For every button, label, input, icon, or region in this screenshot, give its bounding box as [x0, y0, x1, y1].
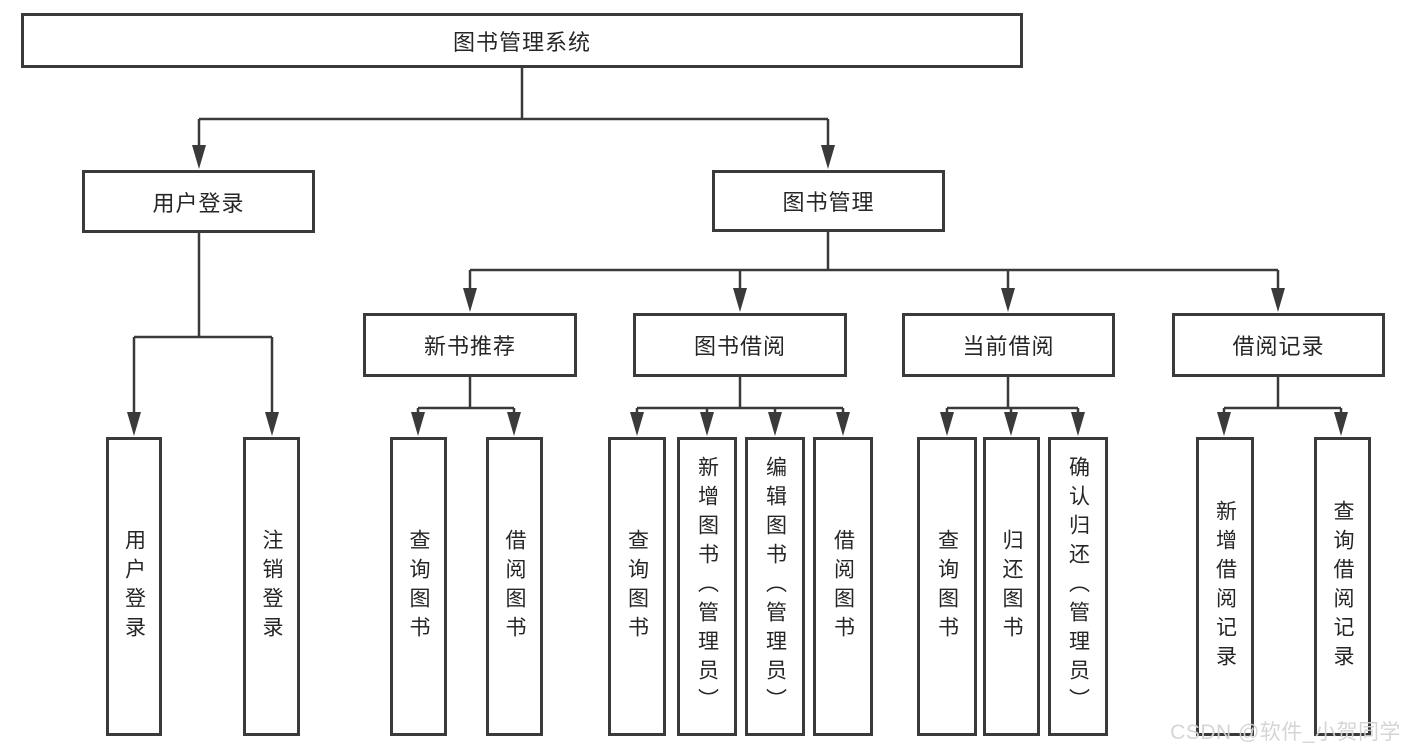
node-label: 图书管理系统 — [452, 29, 591, 55]
leaf-query-books: 查询图书 — [608, 437, 666, 736]
leaf-borrow-books: 借阅图书 — [813, 437, 873, 736]
node-book-management: 图书管理 — [712, 170, 945, 232]
watermark: CSDN @软件_小贺同学 — [1170, 721, 1401, 744]
node-label: 图书借阅 — [693, 334, 786, 359]
node-label: 新书推荐 — [423, 334, 516, 359]
leaf-user-login: 用户登录 — [106, 437, 162, 736]
node-label: 查询图书 — [935, 528, 959, 645]
node-label: 查询借阅记录 — [1331, 499, 1354, 674]
node-label: 新增借阅记录 — [1213, 499, 1237, 674]
leaf-add-borrowing-record: 新增借阅记录 — [1196, 437, 1254, 736]
leaf-edit-book-admin: 编辑图书（管理员） — [745, 437, 805, 736]
node-current-borrowing: 当前借阅 — [902, 313, 1115, 377]
node-label: 编辑图书（管理员） — [763, 456, 787, 717]
leaf-logout: 注销登录 — [243, 437, 300, 736]
leaf-return-books: 归还图书 — [983, 437, 1040, 736]
node-root: 图书管理系统 — [21, 13, 1023, 68]
node-label: 查询图书 — [625, 528, 649, 645]
node-label: 借阅记录 — [1232, 334, 1325, 359]
leaf-query-books: 查询图书 — [390, 437, 447, 736]
leaf-query-books: 查询图书 — [917, 437, 977, 736]
node-user-login-module: 用户登录 — [82, 170, 315, 233]
node-label: 注销登录 — [260, 528, 283, 645]
leaf-confirm-return-admin: 确认归还（管理员） — [1048, 437, 1108, 736]
leaf-add-book-admin: 新增图书（管理员） — [677, 437, 737, 736]
node-label: 查询图书 — [407, 528, 430, 645]
leaf-borrow-books: 借阅图书 — [486, 437, 543, 736]
leaf-query-borrowing-record: 查询借阅记录 — [1314, 437, 1371, 736]
node-label: 图书管理 — [782, 190, 875, 215]
node-new-book-recommendation: 新书推荐 — [363, 313, 577, 377]
node-borrowing-records: 借阅记录 — [1172, 313, 1385, 377]
node-label: 借阅图书 — [503, 528, 526, 645]
node-label: 借阅图书 — [831, 528, 855, 645]
node-label: 当前借阅 — [962, 334, 1055, 359]
node-label: 用户登录 — [122, 528, 146, 645]
node-label: 新增图书（管理员） — [695, 456, 719, 717]
node-label: 归还图书 — [1000, 528, 1023, 645]
node-label: 用户登录 — [152, 190, 245, 216]
node-label: 确认归还（管理员） — [1066, 456, 1090, 717]
node-book-borrowing: 图书借阅 — [633, 313, 847, 377]
